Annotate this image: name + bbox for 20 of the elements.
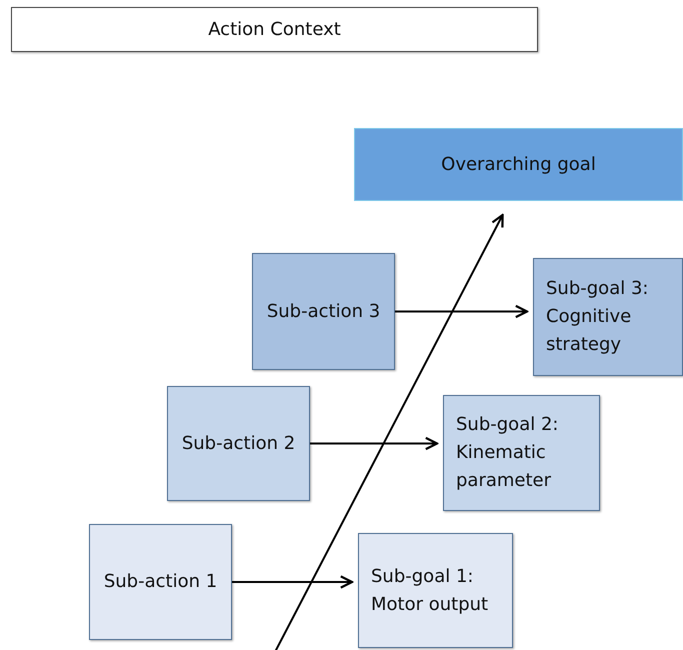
arrow: [232, 575, 354, 589]
sub-action-box: [89, 524, 232, 640]
sub-action-box: [167, 386, 310, 501]
arrow: [395, 304, 528, 318]
sub-action-box: [252, 253, 395, 370]
box-label: Sub-action 3: [266, 300, 380, 324]
arrow: [310, 436, 438, 450]
arrow: [274, 214, 504, 650]
box-label: Sub-goal 2: Kinematic parameter: [456, 413, 560, 493]
sub-goal-box: [443, 395, 600, 511]
context-box: [11, 7, 538, 52]
sub-goal-box: [533, 258, 683, 376]
goal-box: [354, 128, 683, 201]
box-label: Action Context: [208, 18, 341, 42]
box-label: Sub-goal 1: Motor output: [371, 564, 490, 616]
box-label: Overarching goal: [441, 152, 596, 176]
box-label: Sub-action 2: [182, 432, 296, 456]
sub-goal-box: [358, 533, 513, 648]
box-label: Sub-goal 3: Cognitive strategy: [546, 277, 650, 357]
box-label: Sub-action 1: [104, 570, 218, 594]
